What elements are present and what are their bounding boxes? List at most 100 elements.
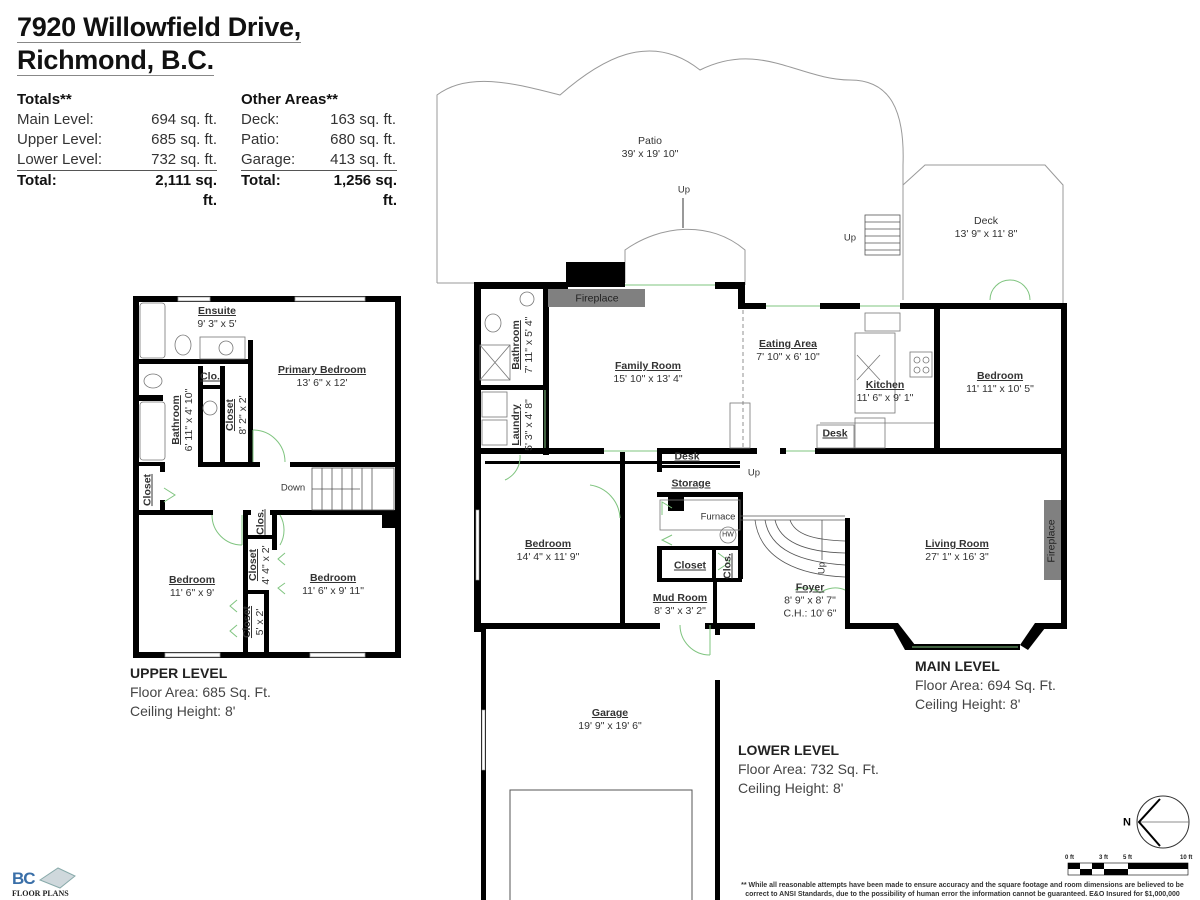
- other-areas-value: 680 sq. ft.: [330, 131, 396, 148]
- main-doors: [504, 454, 846, 656]
- logo-text-bottom: FLOOR PLANS: [12, 889, 69, 898]
- hot-water-tank-label: HW: [722, 531, 734, 539]
- deck-doors: [989, 279, 1031, 301]
- furnace-label: Furnace: [700, 511, 736, 523]
- totals-table: Totals** Main Level:694 sq. ft. Upper Le…: [17, 90, 217, 209]
- room-name: Patio: [638, 135, 662, 147]
- room-name: Bedroom: [976, 370, 1024, 382]
- scale-tick: 3 ft: [1099, 855, 1108, 861]
- upper-doors: [163, 429, 286, 638]
- room-name: Garage: [591, 707, 629, 719]
- room-name: Mud Room: [652, 592, 708, 604]
- level-title: MAIN LEVEL: [915, 658, 1000, 674]
- room-name: Bathroom: [510, 320, 522, 370]
- room-dimensions: 13' 6" x 12': [296, 377, 348, 389]
- fireplace-living-label: Fireplace: [1045, 519, 1058, 563]
- totals-value: 685 sq. ft.: [151, 131, 217, 148]
- logo-house-icon: [38, 867, 76, 889]
- kitchen-desk: Desk: [822, 428, 847, 441]
- room-closet-left: Closet: [142, 474, 155, 506]
- room-dimensions: 11' 6" x 9' 11": [302, 585, 364, 597]
- main-level-walls: [474, 262, 1067, 900]
- upper-windows: [164, 296, 366, 658]
- fireplace-label: Fireplace: [575, 292, 619, 305]
- totals-heading: Totals**: [17, 91, 72, 108]
- level-ceiling-height: Ceiling Height: 8': [915, 696, 1021, 712]
- room-name: Closet: [247, 548, 259, 582]
- totals-row: Lower Level:732 sq. ft.: [17, 150, 217, 171]
- patio-bump: [624, 228, 746, 285]
- scale-tick: 0 ft: [1065, 855, 1074, 861]
- room-storage: Storage: [671, 478, 710, 491]
- room-dimensions: 8' 3" x 3' 2": [654, 605, 706, 617]
- totals-label: Upper Level:: [17, 131, 103, 148]
- other-areas-value: 163 sq. ft.: [330, 111, 396, 128]
- disclaimer-line: ** While all reasonable attempts have be…: [741, 882, 1184, 889]
- fireplace-top: [548, 289, 645, 307]
- patio-outline: [436, 50, 904, 307]
- level-ceiling-height: Ceiling Height: 8': [738, 780, 844, 796]
- room-name: Deck: [974, 215, 998, 227]
- stairs-down-label: Down: [280, 482, 306, 494]
- room-dimensions: 8' 9" x 8' 7": [784, 594, 836, 607]
- level-floor-area: Floor Area: 694 Sq. Ft.: [915, 677, 1056, 693]
- room-dimensions: 11' 6" x 9': [169, 587, 215, 599]
- room-dimensions: 19' 9" x 19' 6": [578, 720, 642, 732]
- room-name: Closet: [241, 605, 253, 639]
- other-areas-label: Patio:: [241, 131, 280, 148]
- fireplace-living: [1044, 500, 1061, 580]
- room-dimensions: 39' x 19' 10": [621, 148, 679, 160]
- room-clos-upper: Clos.: [255, 509, 268, 535]
- room-name: Storage: [671, 477, 711, 490]
- room-name: Laundry: [510, 404, 522, 446]
- totals-label: Lower Level:: [17, 151, 103, 168]
- room-name: Kitchen: [865, 379, 905, 391]
- room-dimensions: 15' 10" x 13' 4": [613, 373, 683, 385]
- room-lower-clos: Clos.: [722, 553, 735, 579]
- garage-window: [481, 709, 486, 771]
- room-name: Primary Bedroom: [277, 364, 367, 376]
- foyer-stairs: [740, 515, 846, 578]
- totals-total: Total: 2,111 sq. ft.: [17, 171, 217, 209]
- room-dimensions: 4' 4" x 2': [260, 545, 272, 585]
- room-name: Ensuite: [198, 305, 236, 317]
- scale-tick: 5 ft: [1123, 855, 1132, 861]
- lower-stair-up-label: Up: [747, 467, 761, 479]
- room-dimensions: 5' 3" x 4' 8": [523, 399, 535, 451]
- room-dimensions: 9' 3" x 5': [197, 318, 237, 330]
- room-dimensions: 8' 2" x 2': [237, 395, 249, 435]
- room-name: Clos.: [721, 553, 734, 579]
- level-title: LOWER LEVEL: [738, 742, 840, 758]
- foyer-up-label: Up: [816, 561, 828, 575]
- other-areas-value: 413 sq. ft.: [330, 151, 396, 168]
- totals-total-label: Total:: [17, 172, 57, 189]
- other-areas-total-label: Total:: [241, 172, 281, 189]
- room-dimensions: 14' 4" x 11' 9": [516, 551, 580, 563]
- totals-total-value: 2,111 sq. ft.: [155, 172, 217, 209]
- deck-outline: [902, 164, 1064, 307]
- upper-level-walls: [133, 296, 401, 658]
- totals-row: Main Level:694 sq. ft.: [17, 110, 217, 130]
- level-title: UPPER LEVEL: [130, 665, 228, 681]
- deck-stairs: [864, 214, 901, 256]
- room-name: Bedroom: [168, 574, 216, 586]
- garage-door: [509, 789, 693, 900]
- scale-bar: [1067, 862, 1189, 876]
- room-dimensions: 11' 11" x 10' 5": [966, 383, 1034, 395]
- other-areas-row: Deck:163 sq. ft.: [241, 110, 397, 130]
